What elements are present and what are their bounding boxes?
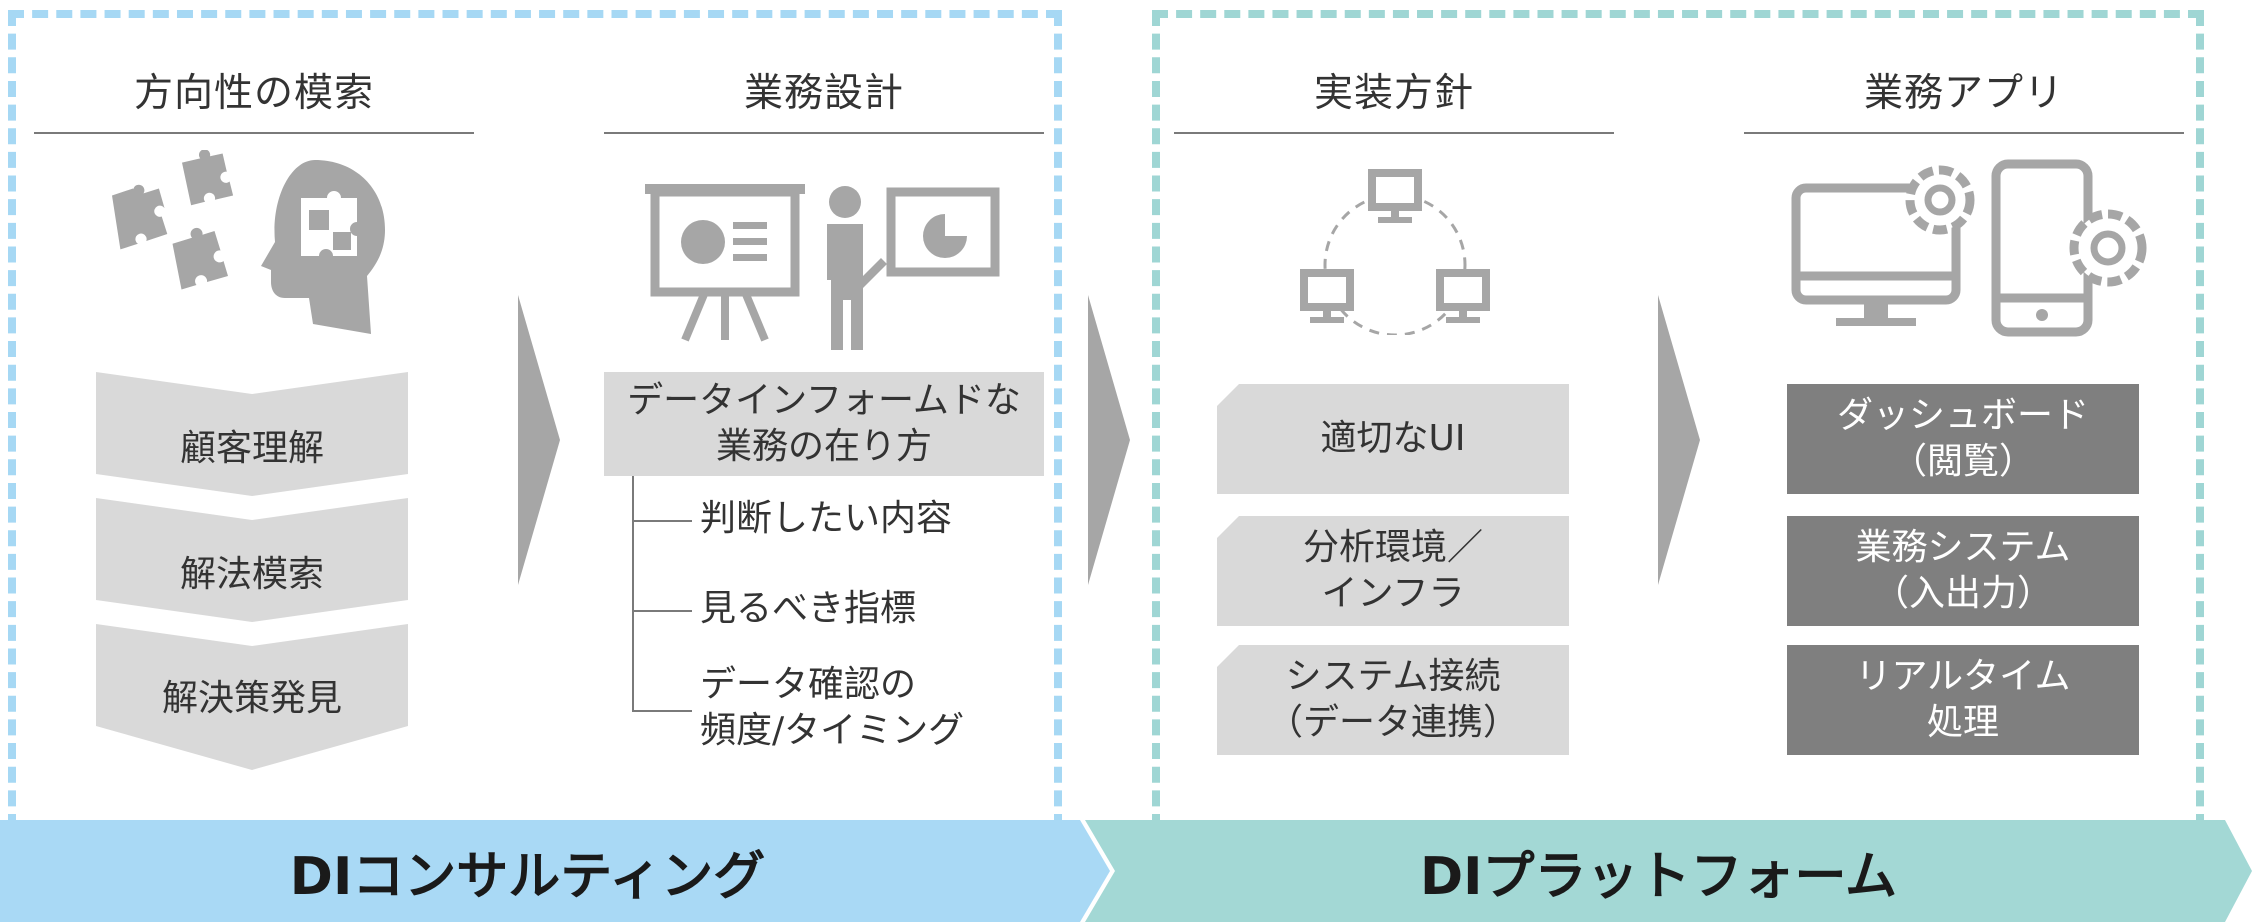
column-rule <box>1744 132 2184 134</box>
step-solution-search: 解法模索 <box>179 554 324 595</box>
app-item-realtime: リアルタイム 処理 <box>1787 645 2139 755</box>
tree-branch <box>632 520 692 522</box>
app-item-business-system: 業務システム （入出力） <box>1787 516 2139 626</box>
presentation-icon <box>645 184 1000 350</box>
column-rule <box>604 132 1044 134</box>
impl-item-integration: システム接続 （データ連携） <box>1217 645 1569 755</box>
step-solution-discovery: 解決策発見 <box>161 678 342 719</box>
column-title-apps: 業務アプリ <box>1863 71 2064 116</box>
devices-gear-icon <box>1791 159 2147 337</box>
column-title-implementation: 実装方針 <box>1313 71 1474 116</box>
column-rule <box>34 132 474 134</box>
banner-consulting: DIコンサルティング <box>0 820 1110 922</box>
design-box: データインフォームドな 業務の在り方 <box>604 372 1044 476</box>
impl-item-infra: 分析環境／ インフラ <box>1217 516 1569 626</box>
column-rule <box>1174 132 1614 134</box>
banner-platform-label: DIプラットフォーム <box>1420 846 1897 907</box>
chevron-step-3 <box>96 624 408 770</box>
puzzle-head-icon <box>112 150 385 334</box>
chevron-step-1 <box>96 372 408 496</box>
design-item-decision: 判断したい内容 <box>700 498 953 539</box>
chevron-step-2 <box>96 498 408 622</box>
tree-branch <box>632 610 692 612</box>
tree-branch <box>632 710 692 712</box>
step-chevrons <box>96 372 408 770</box>
impl-item-ui: 適切なUI <box>1217 384 1569 494</box>
banner-platform: DIプラットフォーム <box>1085 820 2252 922</box>
step-arrow-icon <box>1088 295 1130 585</box>
design-item-metrics: 見るべき指標 <box>700 588 917 629</box>
step-arrow-icon <box>518 295 560 585</box>
network-icon <box>1300 169 1490 335</box>
app-item-dashboard: ダッシュボード （閲覧） <box>1787 384 2139 494</box>
design-item-frequency: データ確認の 頻度/タイミング <box>700 664 965 751</box>
banner-consulting-label: DIコンサルティング <box>289 846 766 907</box>
tree-trunk <box>632 476 634 712</box>
step-arrow-icon <box>1658 295 1700 585</box>
column-title-direction: 方向性の模索 <box>133 71 374 116</box>
step-customer-understanding: 顧客理解 <box>179 428 324 469</box>
column-title-design: 業務設計 <box>743 71 904 116</box>
